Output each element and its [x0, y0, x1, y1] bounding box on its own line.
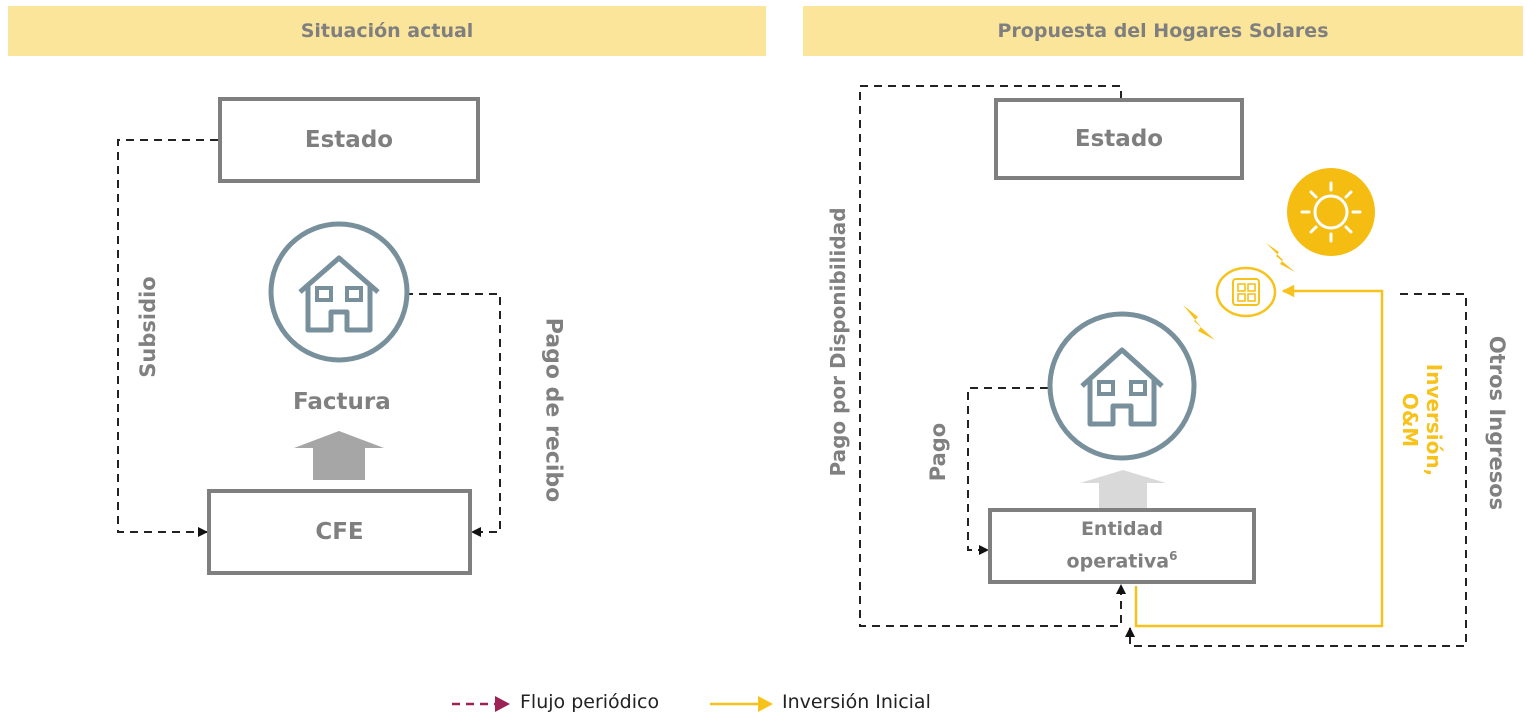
inversion-label: Inversión, O&M — [1398, 364, 1446, 476]
cfe-label: CFE — [315, 519, 364, 545]
house-icon-right — [1047, 311, 1197, 461]
factura-label: Factura — [293, 389, 391, 415]
legend-initial-mark — [710, 696, 773, 712]
entidad-label-line2: operativa6 — [1067, 543, 1178, 575]
pago-disponibilidad-flow-line — [859, 85, 1126, 627]
house-icon-left — [268, 221, 410, 363]
legend-periodic-mark — [452, 696, 510, 712]
estado-box-left: Estado — [218, 97, 480, 183]
lightning-bolt-icon — [1266, 243, 1295, 272]
subsidio-flow-line — [117, 139, 218, 537]
otros-ingresos-label: Otros Ingresos — [1485, 335, 1509, 511]
factura-up-arrow — [294, 431, 384, 480]
subsidio-label: Subsidio — [136, 276, 160, 378]
left-panel-title: Situación actual — [300, 20, 474, 42]
right-panel-header: Propuesta del Hogares Solares — [803, 6, 1523, 56]
pago-recibo-label: Pago de recibo — [540, 317, 566, 503]
pago-disponibilidad-label: Pago por Disponibilidad — [826, 207, 850, 477]
inversion-label-line2: O&M — [1398, 392, 1422, 448]
entidad-up-arrow — [1080, 470, 1166, 508]
pago-flow-line — [967, 387, 1048, 555]
pago-label: Pago — [926, 422, 950, 482]
entidad-footnote: 6 — [1169, 549, 1178, 564]
estado-label-left: Estado — [304, 127, 394, 153]
pago-recibo-flow-line — [405, 293, 501, 537]
estado-label-right: Estado — [1074, 126, 1164, 152]
cfe-box: CFE — [207, 489, 472, 575]
estado-box-right: Estado — [994, 98, 1244, 180]
entidad-label-word: operativa — [1066, 550, 1170, 573]
entidad-operativa-box: Entidad operativa6 — [988, 508, 1256, 584]
otros-ingresos-flow-line — [1125, 293, 1467, 647]
legend-initial: Inversión Inicial — [782, 691, 931, 713]
inversion-label-line1: Inversión, — [1422, 363, 1446, 477]
inversion-flow-line — [1134, 284, 1384, 628]
entidad-label-line1: Entidad — [1080, 518, 1164, 541]
solar-panel-icon — [1215, 266, 1277, 318]
legend-periodic: Flujo periódico — [520, 691, 659, 713]
legend-initial-label: Inversión Inicial — [782, 691, 931, 713]
left-panel-header: Situación actual — [8, 6, 766, 56]
lightning-bolt-icon — [1183, 305, 1215, 340]
sun-icon — [1287, 168, 1375, 256]
legend-periodic-label: Flujo periódico — [520, 691, 660, 713]
right-panel-title: Propuesta del Hogares Solares — [997, 20, 1329, 42]
